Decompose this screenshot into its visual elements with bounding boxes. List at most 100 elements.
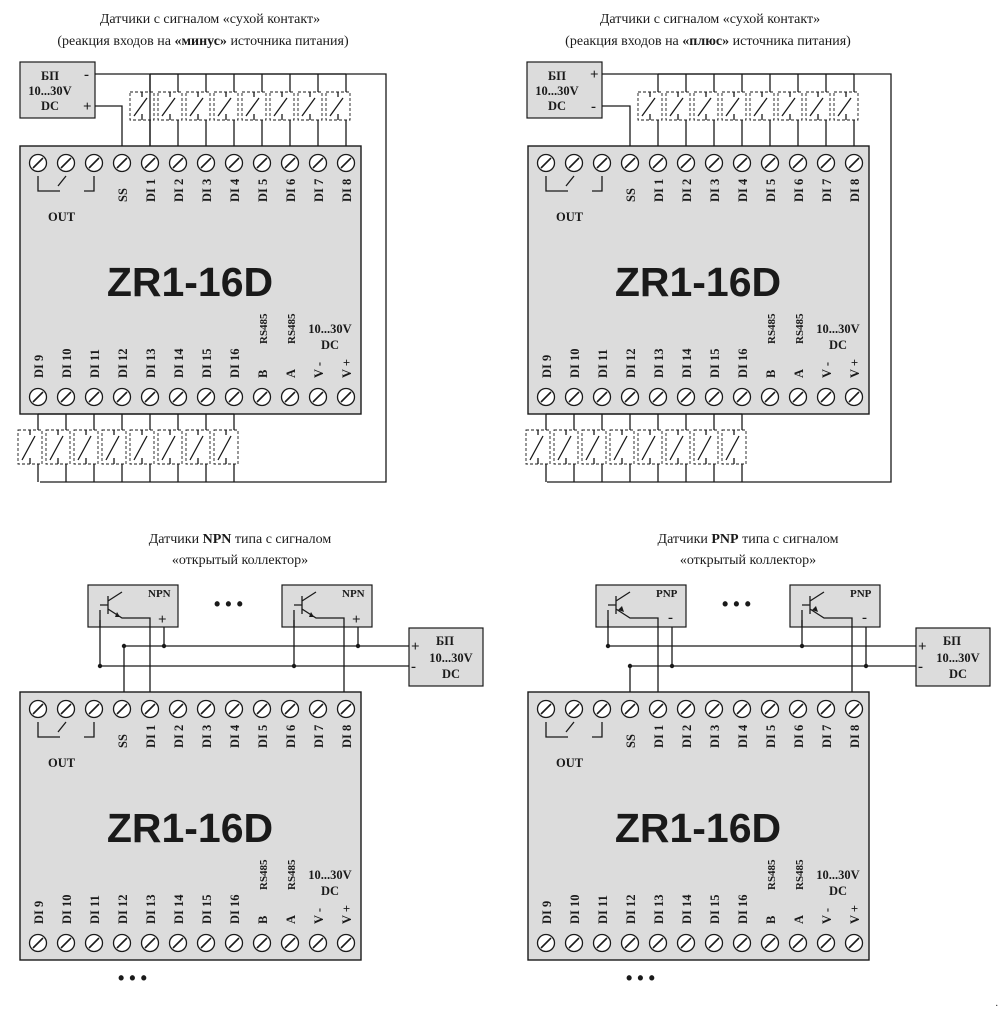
bottom-terminal-label: V + — [340, 359, 354, 378]
top-terminal-label: SS — [116, 734, 130, 748]
rs485-label: RS485 — [766, 859, 778, 890]
top-terminal — [196, 699, 216, 719]
relay-symbol — [545, 721, 603, 738]
transistor-arrow — [812, 606, 818, 612]
top-terminal-label: DI 5 — [764, 179, 778, 202]
caption-q1-line1: Датчики с сигналом «сухой контакт» — [100, 12, 320, 27]
top-terminal — [336, 699, 356, 719]
bottom-terminal — [760, 387, 780, 407]
top-terminal — [56, 699, 76, 719]
device-model-title: ZR1-16D — [615, 805, 781, 851]
top-terminal — [732, 699, 752, 719]
bottom-terminal-label: DI 16 — [228, 894, 242, 924]
top-terminal-label: SS — [116, 188, 130, 202]
top-terminal — [648, 153, 668, 173]
pnp-label-2: PNP — [850, 588, 872, 600]
top-terminal-label: SS — [624, 188, 638, 202]
transistor-symbol — [99, 591, 151, 627]
ellipsis-bottom: • • • — [626, 968, 655, 988]
bottom-terminal-label: DI 16 — [736, 894, 750, 924]
power-voltage-label: 10...30V — [308, 868, 351, 882]
pnp-sensor-1 — [595, 584, 687, 628]
bottom-terminal — [28, 387, 48, 407]
junction-dot — [161, 643, 167, 649]
bottom-terminal — [816, 387, 836, 407]
bottom-terminal-label: A — [792, 369, 806, 378]
switch-symbol — [189, 430, 204, 464]
switch-symbol — [641, 92, 656, 120]
top-terminal-label: DI 1 — [652, 725, 666, 748]
rs485-label: RS485 — [258, 859, 270, 890]
junction-dot — [799, 643, 805, 649]
psu-box — [408, 627, 484, 687]
q2-wiring: БП 10...30V DC + - — [525, 61, 892, 483]
top-terminal — [816, 153, 836, 173]
switch-symbol — [529, 430, 544, 464]
bottom-terminal — [56, 933, 76, 953]
bottom-terminal — [620, 387, 640, 407]
device-model-title: ZR1-16D — [107, 259, 273, 305]
top-terminal — [28, 153, 48, 173]
bottom-terminal-label: DI 14 — [680, 894, 694, 924]
bottom-terminal — [564, 387, 584, 407]
switch-symbol — [133, 92, 148, 120]
top-terminal — [168, 153, 188, 173]
bottom-terminal-label: DI 12 — [624, 348, 638, 378]
rs485-label: RS485 — [794, 859, 806, 890]
bottom-terminal-label: DI 9 — [32, 901, 46, 924]
top-terminal — [140, 699, 160, 719]
device-body — [527, 145, 870, 415]
switch-symbol — [77, 430, 92, 464]
switch-symbol — [161, 430, 176, 464]
npn-label-2: NPN — [342, 588, 365, 600]
top-terminal — [224, 153, 244, 173]
device-body — [19, 691, 362, 961]
transistor-symbol — [801, 591, 853, 627]
pnp-sensor-2 — [789, 584, 881, 628]
top-terminal — [760, 153, 780, 173]
psu-voltage: 10...30V — [936, 651, 979, 665]
device-model-title: ZR1-16D — [107, 805, 273, 851]
junction-dot — [605, 643, 611, 649]
top-terminal-label: DI 8 — [848, 179, 862, 202]
top-terminal — [844, 153, 864, 173]
npn-plus-2: + — [352, 612, 361, 628]
top-terminal-label: DI 4 — [736, 178, 750, 202]
switch-symbol — [245, 92, 260, 120]
psu-plus-sign: + — [83, 99, 92, 115]
psu-dc: DC — [442, 667, 460, 681]
pnp-minus-1: - — [668, 610, 673, 626]
bottom-terminal — [648, 387, 668, 407]
rs485-label: RS485 — [286, 859, 298, 890]
bottom-terminal-label: A — [792, 915, 806, 924]
bottom-terminal — [760, 933, 780, 953]
top-terminal — [732, 153, 752, 173]
bottom-terminal — [308, 387, 328, 407]
bottom-terminal-label: V + — [848, 359, 862, 378]
bottom-terminal-label: B — [764, 916, 778, 924]
junction-dot — [291, 663, 297, 669]
switch-symbol — [697, 92, 712, 120]
caption-q3-line2: «открытый коллектор» — [172, 553, 308, 568]
top-terminal-label: DI 4 — [228, 178, 242, 202]
bottom-terminal — [564, 933, 584, 953]
caption-q1-line2: (реакция входов на «минус» источника пит… — [57, 34, 349, 49]
bottom-terminal — [308, 933, 328, 953]
top-terminal — [788, 699, 808, 719]
bottom-terminal — [536, 387, 556, 407]
junction-dot — [121, 643, 127, 649]
ellipsis-sensors: • • • — [214, 594, 243, 614]
bottom-terminal — [140, 933, 160, 953]
caption-q4-line1: Датчики PNP типа с сигналом — [658, 532, 839, 547]
top-terminal-label: DI 8 — [340, 179, 354, 202]
psu-box — [526, 61, 603, 119]
bottom-terminal — [84, 387, 104, 407]
bottom-terminal-label: DI 10 — [568, 348, 582, 378]
top-terminal — [252, 153, 272, 173]
top-terminal-label: DI 3 — [708, 179, 722, 202]
top-terminal — [592, 153, 612, 173]
psu-name: БП — [943, 634, 961, 648]
bottom-terminal — [676, 933, 696, 953]
bottom-terminal — [676, 387, 696, 407]
